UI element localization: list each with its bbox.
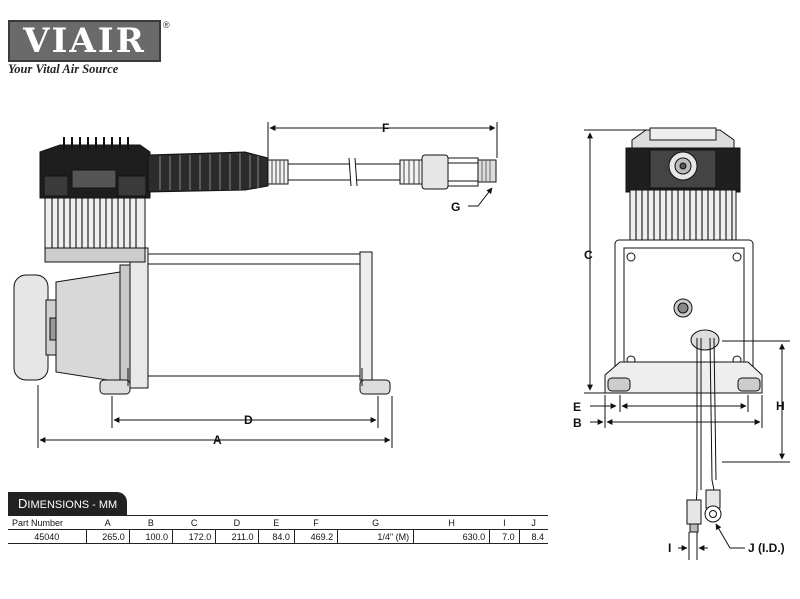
cell-b: 100.0 — [128, 529, 173, 544]
viair-logo: VIAIR ® Your Vital Air Source — [8, 20, 170, 80]
side-fitting-hex — [421, 154, 449, 190]
table-title-initial: D — [18, 496, 28, 511]
cell-c: 172.0 — [171, 529, 216, 544]
front-view-dimensions — [584, 129, 790, 560]
side-end-cap — [13, 274, 49, 381]
col-header-b: B — [129, 515, 173, 530]
dimensions-grid: Part Number A B C D E F G H I J 45040 26… — [8, 515, 548, 544]
registered-mark: ® — [163, 20, 170, 30]
leader-line-j — [715, 523, 745, 549]
col-header-e: E — [258, 515, 295, 530]
side-fitting-thread — [477, 159, 497, 183]
logo-tagline: Your Vital Air Source — [8, 62, 119, 76]
cell-h: 630.0 — [413, 529, 490, 544]
dimension-label-g: G — [451, 200, 460, 214]
side-hose-boot — [147, 151, 269, 193]
col-header-part-number: Part Number — [8, 515, 86, 530]
dimension-labels: F G D A C E B H I J (I.D.) — [213, 121, 785, 555]
table-row: 45040 265.0 100.0 172.0 211.0 84.0 469.2… — [8, 529, 548, 544]
cell-part-number: 45040 — [8, 529, 86, 544]
col-header-c: C — [172, 515, 216, 530]
side-motor-cylinder — [147, 253, 361, 377]
dimension-label-d: D — [244, 413, 253, 427]
table-title-rest: IMENSIONS - MM — [27, 499, 118, 511]
col-header-j: J — [519, 515, 548, 530]
front-terminal-spade — [686, 499, 702, 525]
col-header-f: F — [294, 515, 338, 530]
logo-wordmark: VIAIR — [8, 20, 161, 62]
cell-d: 211.0 — [215, 529, 259, 544]
dimension-label-j: J (I.D.) — [748, 541, 785, 555]
side-foot-right — [359, 379, 391, 395]
col-header-i: I — [489, 515, 520, 530]
front-wire-grommet — [690, 329, 720, 351]
table-header-row: Part Number A B C D E F G H I J — [8, 515, 548, 530]
leader-line-g — [468, 187, 493, 207]
dimension-label-e: E — [573, 400, 581, 414]
side-view — [13, 137, 497, 395]
cell-a: 265.0 — [85, 529, 130, 544]
dimension-label-h: H — [776, 399, 785, 413]
dimension-label-f: F — [382, 121, 389, 135]
cell-j: 8.4 — [518, 529, 548, 544]
cell-g: 1/4" (M) — [337, 529, 414, 544]
col-header-h: H — [413, 515, 490, 530]
side-motor-housing — [55, 271, 131, 383]
front-view — [604, 127, 763, 533]
side-view-dimensions — [37, 122, 498, 448]
col-header-g: G — [337, 515, 414, 530]
col-header-d: D — [215, 515, 259, 530]
dimension-label-i: I — [668, 541, 671, 555]
dimension-label-b: B — [573, 416, 582, 430]
side-foot-left — [99, 379, 131, 395]
cell-e: 84.0 — [257, 529, 295, 544]
cell-f: 469.2 — [293, 529, 338, 544]
dimension-label-c: C — [584, 248, 593, 262]
front-power-wire-right — [709, 337, 715, 491]
dimension-label-a: A — [213, 433, 222, 447]
cell-i: 7.0 — [489, 529, 520, 544]
dimensions-table: DIMENSIONS - MM Part Number A B C D E F … — [8, 492, 548, 544]
col-header-a: A — [86, 515, 130, 530]
dimensions-table-title: DIMENSIONS - MM — [8, 492, 128, 515]
